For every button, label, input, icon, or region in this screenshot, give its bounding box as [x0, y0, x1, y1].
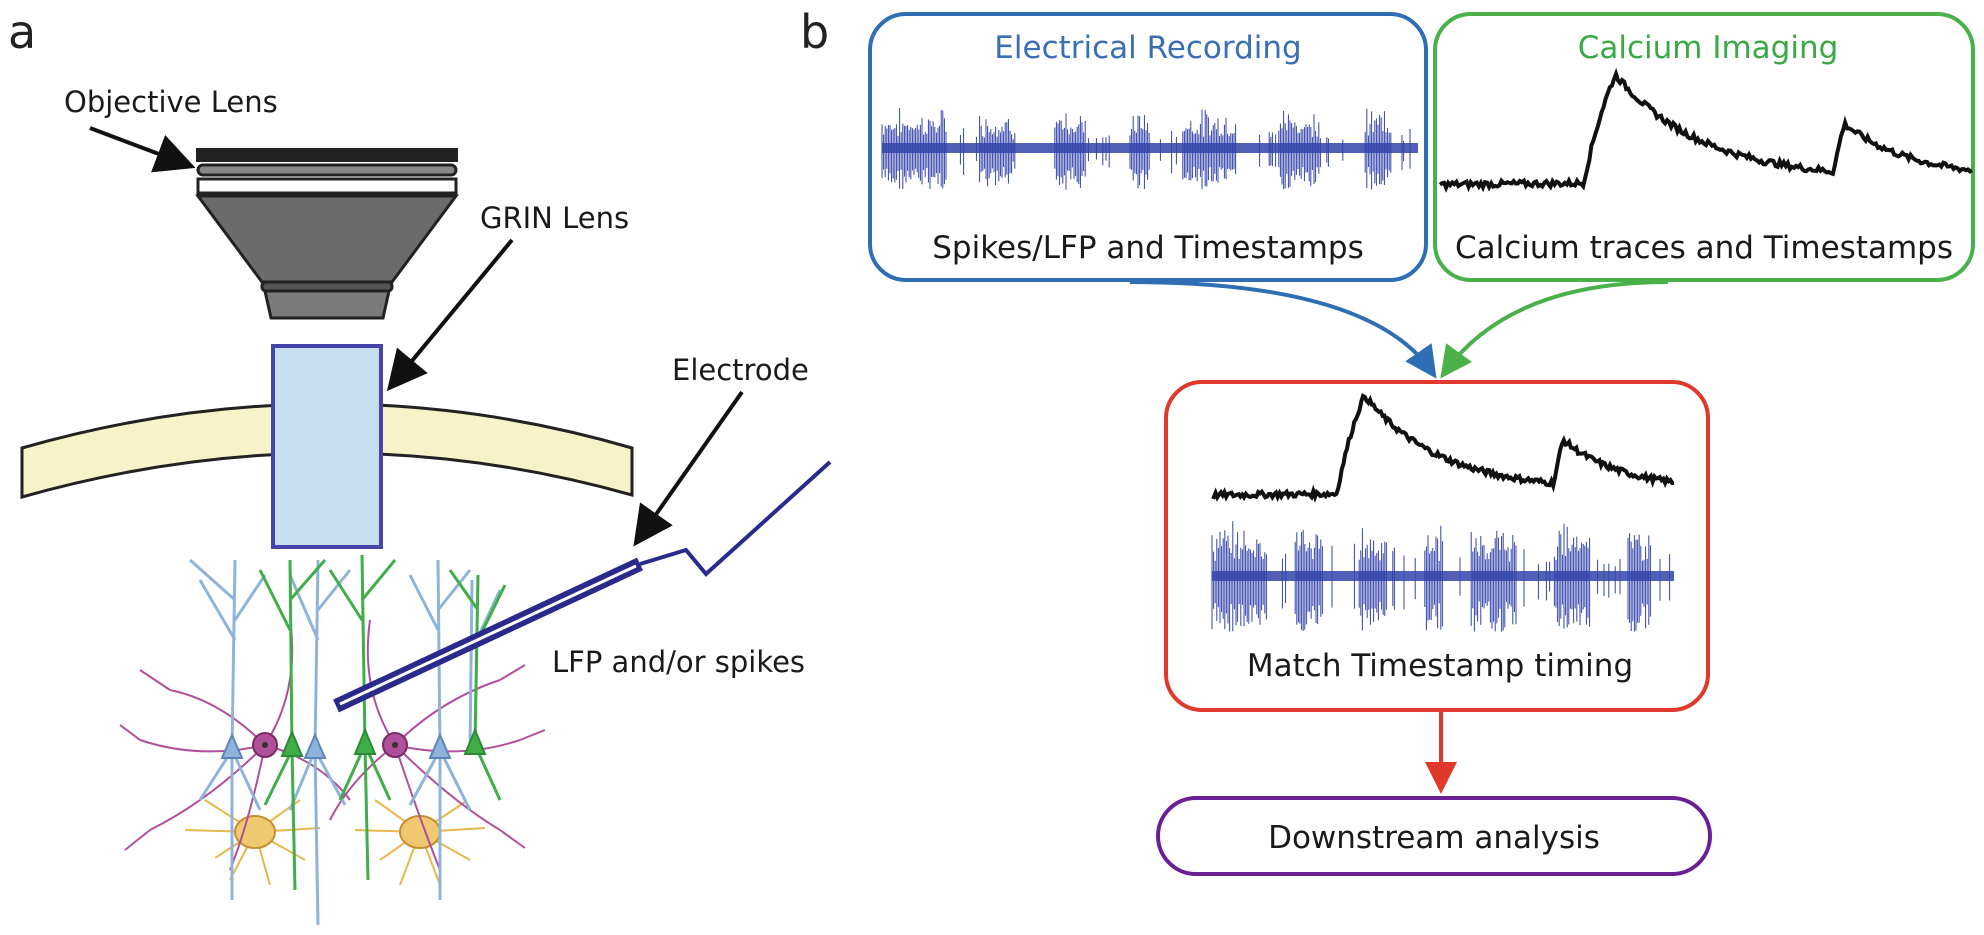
- spike-trace: [881, 108, 1418, 190]
- electrical-recording-title: Electrical Recording: [994, 30, 1301, 66]
- electrode-icon: [333, 460, 832, 713]
- objective-lens-label: Objective Lens: [64, 85, 278, 119]
- neuron-somata: [220, 727, 487, 759]
- electrode-arrow: [633, 390, 744, 547]
- calcium-imaging-box: Calcium Imaging Calcium traces and Times…: [1433, 12, 1975, 282]
- grin-lens-arrow: [386, 238, 514, 392]
- glia-cell: [234, 815, 276, 849]
- blue-dendrites: [189, 558, 502, 926]
- downstream-analysis-caption: Downstream analysis: [1268, 820, 1600, 856]
- electrical-recording-box: Electrical Recording Spikes/LFP and Time…: [868, 12, 1428, 282]
- objective-lens-arrow: [89, 126, 196, 173]
- grin-lens-icon: [271, 344, 383, 549]
- panel-b-letter: b: [800, 5, 829, 59]
- objective-lens-icon: [195, 148, 459, 320]
- panel-a: a Objective Lens GRIN Lens: [8, 5, 832, 926]
- spike-trace: [1211, 521, 1674, 632]
- pink-dendrites: [119, 619, 546, 871]
- match-timestamp-box: Match Timestamp timing: [1164, 380, 1710, 712]
- calcium-imaging-title: Calcium Imaging: [1578, 30, 1839, 66]
- glia-cell: [399, 815, 441, 849]
- calcium-imaging-caption: Calcium traces and Timestamps: [1455, 230, 1953, 266]
- downstream-analysis-box: Downstream analysis: [1156, 796, 1712, 876]
- panel-a-letter: a: [8, 5, 36, 59]
- match-caption: Match Timestamp timing: [1247, 648, 1633, 684]
- lfp-spikes-label: LFP and/or spikes: [552, 645, 805, 679]
- glia-processes: [184, 799, 486, 886]
- calcium-trace: [1438, 67, 1974, 193]
- neurons-illustration: [119, 554, 546, 926]
- electrical-recording-caption: Spikes/LFP and Timestamps: [932, 230, 1364, 266]
- calcium-to-match-arrow: [1440, 280, 1669, 379]
- panel-b: b Electrical Recording Spikes/LFP and Ti…: [800, 5, 1975, 876]
- calcium-trace: [1211, 393, 1675, 503]
- electrode-label: Electrode: [672, 353, 809, 387]
- electrical-to-match-arrow: [1129, 280, 1437, 379]
- grin-lens-label: GRIN Lens: [480, 201, 629, 235]
